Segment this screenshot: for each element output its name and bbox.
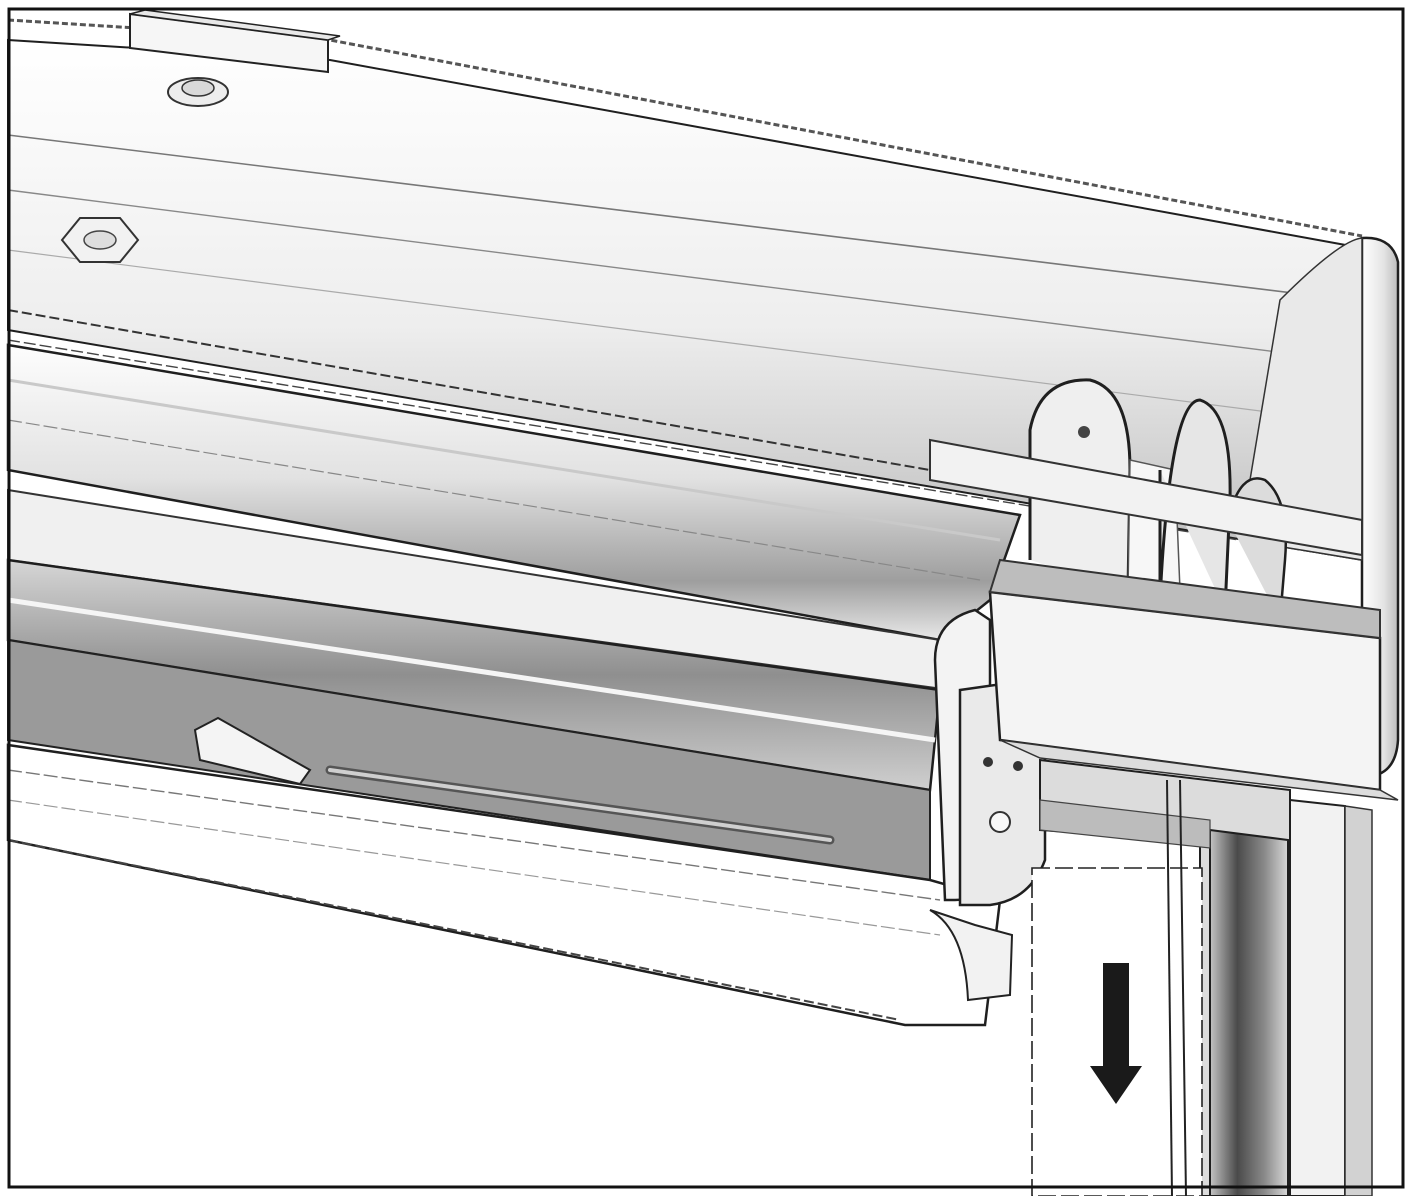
window-frame-track	[1039, 758, 1373, 1196]
mounting-hole	[60, 217, 140, 263]
lift-cord	[1166, 779, 1187, 1196]
axle-rod	[929, 438, 1363, 557]
figure-border	[7, 7, 1405, 1189]
arrow-down-icon	[1090, 963, 1142, 1104]
valance-rail	[6, 743, 1014, 1027]
cord-lock-box	[988, 558, 1399, 801]
mounting-clip	[129, 9, 341, 107]
tilt-clip	[193, 716, 312, 786]
